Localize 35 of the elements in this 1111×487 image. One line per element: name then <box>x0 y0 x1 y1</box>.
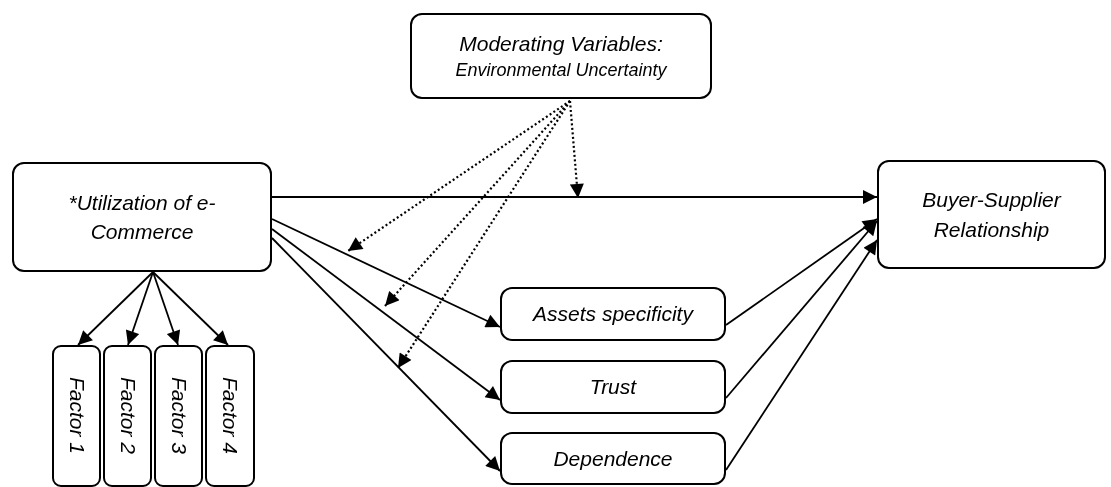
construct-box <box>877 160 1106 269</box>
mediator-box <box>500 432 726 485</box>
node-label: *Utilization of e-Commerce <box>67 189 217 245</box>
factor-label: Factor 1 <box>64 377 89 455</box>
arrow <box>271 228 501 401</box>
factor-label: Factor 4 <box>218 377 242 455</box>
body-text: Environmental Uncertainty <box>455 59 667 83</box>
arrow <box>152 271 229 346</box>
mediator-box <box>500 287 726 341</box>
node-label: Trust <box>589 374 637 401</box>
arrow <box>725 218 878 326</box>
factor-label: Factor 3 <box>166 377 191 455</box>
arrow <box>152 271 181 346</box>
arrow <box>271 237 501 472</box>
dotted-arrow <box>397 100 571 369</box>
factor-box <box>103 345 152 487</box>
factor-box <box>154 345 203 487</box>
arrow <box>125 271 154 346</box>
arrow <box>725 220 878 399</box>
mediator-box <box>500 360 726 414</box>
dotted-arrow <box>568 100 584 199</box>
factor-box <box>52 345 101 487</box>
dotted-arrow <box>347 100 571 252</box>
node-label: Buyer-Supplier Relationship <box>921 187 1063 243</box>
arrow <box>77 271 154 346</box>
node-label: Dependence <box>553 445 673 472</box>
factor-label: Factor 2 <box>115 377 140 455</box>
node-label: Moderating Variables: <box>459 30 663 57</box>
construct-box <box>12 162 272 272</box>
arrow <box>271 218 501 328</box>
factor-box <box>205 345 255 487</box>
node-label: Assets specificity <box>533 301 693 328</box>
moderator-box <box>410 13 712 99</box>
arrow <box>271 190 878 204</box>
arrow <box>725 239 878 471</box>
